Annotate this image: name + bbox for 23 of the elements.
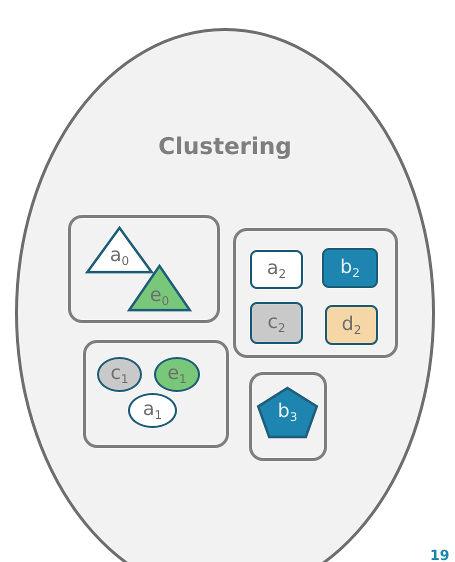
rounded-square — [322, 248, 378, 288]
item-label: a$_{0}$ — [110, 246, 130, 270]
cluster-box — [68, 215, 220, 323]
rounded-square — [325, 305, 378, 345]
oval-shape — [154, 357, 200, 392]
title: Clustering — [157, 134, 293, 160]
item-label: b$_{3}$ — [278, 402, 298, 423]
item-label: e$_{1}$ — [167, 364, 187, 385]
item-label: c$_{1}$ — [110, 364, 129, 385]
rounded-square — [250, 250, 303, 289]
cluster-box — [249, 372, 327, 461]
cluster-box — [83, 340, 229, 448]
item-label: a$_{2}$ — [266, 259, 286, 280]
item-label: a$_{1}$ — [142, 400, 162, 421]
cluster-box — [233, 228, 398, 358]
item-label: c$_{2}$ — [267, 312, 286, 334]
item-label: e$_{0}$ — [150, 286, 170, 310]
oval-shape — [97, 357, 142, 392]
item-label: b$_{2}$ — [340, 258, 360, 278]
page-number: 19 — [430, 548, 450, 562]
oval-shape — [128, 393, 177, 428]
rounded-square — [250, 302, 303, 344]
item-label: d$_{2}$ — [342, 314, 362, 336]
